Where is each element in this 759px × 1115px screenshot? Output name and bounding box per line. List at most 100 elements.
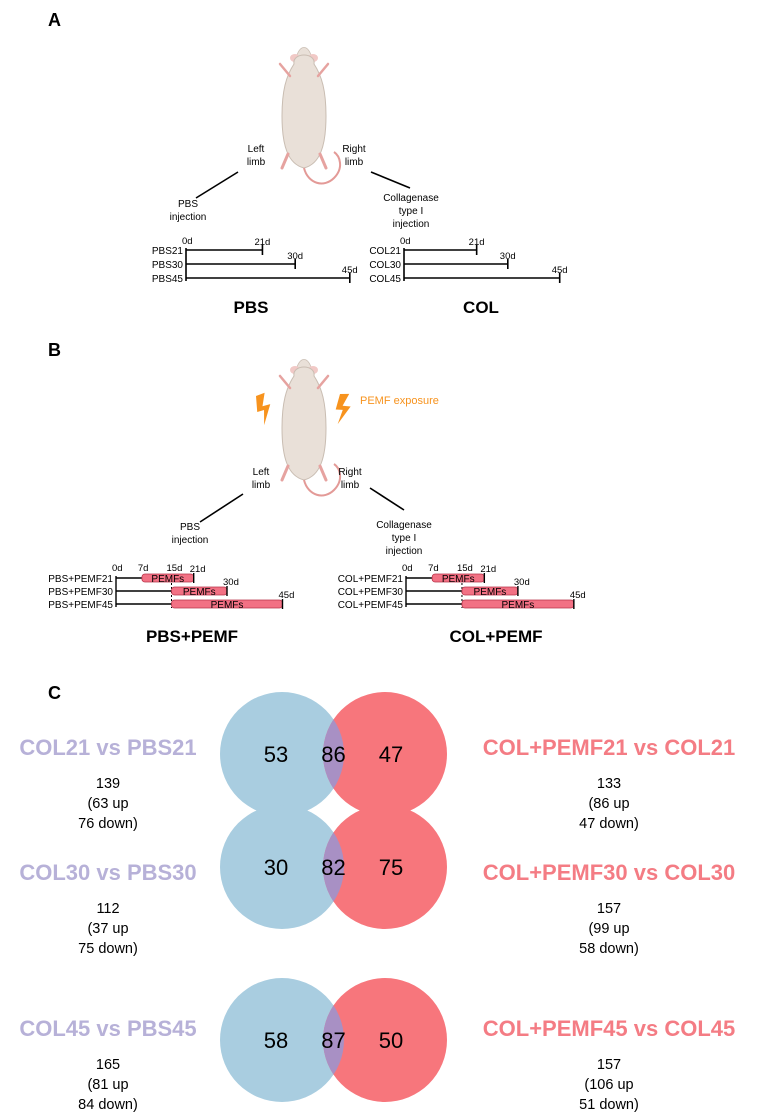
timeline-end-label: 21d	[190, 564, 206, 575]
venn-only-left-count: 53	[264, 742, 288, 767]
right-total: 133	[597, 776, 621, 792]
venn-only-left-count: 58	[264, 1028, 288, 1053]
right-limb-label-1: Right	[338, 467, 362, 478]
pemf-exposure-label: PEMF exposure	[360, 395, 439, 407]
col-injection-3: injection	[393, 219, 430, 230]
pemf-bar-label: PEMFs	[151, 574, 184, 585]
timeline-row-label: PBS+PEMF21	[48, 574, 113, 585]
timeline-row-label: COL45	[369, 274, 401, 285]
venn-only-right-count: 75	[379, 855, 403, 880]
timeline-row-label: COL+PEMF45	[338, 600, 404, 611]
pemf-bar-label: PEMFs	[474, 587, 507, 598]
panel-b-label: B	[48, 340, 61, 360]
right-up: (99 up	[588, 921, 629, 937]
pemf-start-label: 7d	[138, 563, 149, 574]
venn-only-left-count: 30	[264, 855, 288, 880]
venn-left-circle	[220, 692, 344, 816]
left-limb-label-1: Left	[253, 467, 270, 478]
panel-a: A Left limb Right limb PBS injection Col…	[48, 10, 568, 317]
timeline-row-label: COL21	[369, 246, 401, 257]
left-limb-label-2: limb	[252, 480, 271, 491]
right-branch-line	[370, 171, 411, 189]
timeline-row-label: PBS21	[152, 246, 184, 257]
pbs-injection-2: injection	[172, 535, 209, 546]
left-up: (37 up	[87, 921, 128, 937]
col-injection-2: type I	[392, 533, 416, 544]
venn-left-circle	[220, 805, 344, 929]
pemf-bar-label: PEMFs	[442, 574, 475, 585]
right-up: (86 up	[588, 796, 629, 812]
left-comparison-title: COL45 vs PBS45	[19, 1016, 196, 1041]
venn-left-circle	[220, 978, 344, 1102]
timeline-end-label: 30d	[514, 577, 530, 588]
right-down: 58 down)	[579, 941, 639, 957]
left-total: 112	[96, 901, 119, 917]
pbs-injection-1: PBS	[180, 522, 200, 533]
col-pemf-group-title: COL+PEMF	[449, 627, 542, 646]
timeline-row-label: PBS+PEMF45	[48, 600, 113, 611]
pemf-bar-label: PEMFs	[183, 587, 216, 598]
col-injection-1: Collagenase	[376, 520, 432, 531]
right-branch-line	[369, 487, 405, 511]
col-injection-3: injection	[386, 546, 423, 557]
left-up: (63 up	[87, 796, 128, 812]
panel-c-label: C	[48, 683, 61, 703]
right-total: 157	[597, 1057, 621, 1073]
venn-right-circle	[323, 978, 447, 1102]
timeline-end-label: 21d	[469, 237, 485, 248]
venn-overlap-count: 87	[321, 1028, 345, 1053]
right-down: 51 down)	[579, 1097, 639, 1113]
timeline-row-label: PBS+PEMF30	[48, 587, 113, 598]
pbs-injection-1: PBS	[178, 199, 198, 210]
right-comparison-title: COL+PEMF45 vs COL45	[483, 1016, 735, 1041]
left-down: 76 down)	[78, 816, 138, 832]
rat-illustration-pemf	[278, 358, 342, 497]
venn-right-circle	[323, 692, 447, 816]
timeline-mid-label: 15d	[457, 563, 473, 574]
venn-overlap-count: 86	[321, 742, 345, 767]
venn-only-right-count: 47	[379, 742, 403, 767]
timeline-row-label: COL+PEMF21	[338, 574, 404, 585]
timeline-row-label: PBS30	[152, 260, 184, 271]
rat-illustration	[278, 46, 342, 185]
timeline-mid-label: 15d	[167, 563, 183, 574]
timeline-end-label: 45d	[552, 265, 568, 276]
lightning-bolt-icon	[332, 391, 354, 427]
left-branch-line	[195, 171, 239, 199]
timeline-row-label: COL+PEMF30	[338, 587, 404, 598]
left-comparison-title: COL30 vs PBS30	[19, 860, 196, 885]
venn-overlap-count: 82	[321, 855, 345, 880]
right-limb-label-1: Right	[342, 144, 366, 155]
timeline-end-label: 45d	[342, 265, 358, 276]
panel-a-label: A	[48, 10, 61, 30]
right-total: 157	[597, 901, 621, 917]
timeline-start-label: 0d	[400, 236, 411, 247]
pbs-injection-2: injection	[170, 212, 207, 223]
col-injection-1: Collagenase	[383, 193, 439, 204]
pbs-pemf-group-title: PBS+PEMF	[146, 627, 238, 646]
pbs-group-title: PBS	[234, 298, 269, 317]
right-comparison-title: COL+PEMF21 vs COL21	[483, 735, 735, 760]
timeline-end-label: 30d	[500, 251, 516, 262]
venn-right-circle	[323, 805, 447, 929]
timeline-end-label: 45d	[570, 590, 586, 601]
timeline-row-label: PBS45	[152, 274, 184, 285]
left-down: 84 down)	[78, 1097, 138, 1113]
panel-b: B PEMF exposure Left limb Right limb PBS…	[48, 340, 586, 646]
left-total: 139	[96, 776, 120, 792]
right-up: (106 up	[584, 1077, 633, 1093]
timeline-end-label: 45d	[279, 590, 295, 601]
timeline-start-label: 0d	[112, 563, 123, 574]
right-comparison-title: COL+PEMF30 vs COL30	[483, 860, 735, 885]
pemf-bar-label: PEMFs	[211, 600, 244, 611]
left-total: 165	[96, 1057, 120, 1073]
left-limb-label-2: limb	[247, 157, 266, 168]
right-limb-label-2: limb	[341, 480, 360, 491]
right-down: 47 down)	[579, 816, 639, 832]
